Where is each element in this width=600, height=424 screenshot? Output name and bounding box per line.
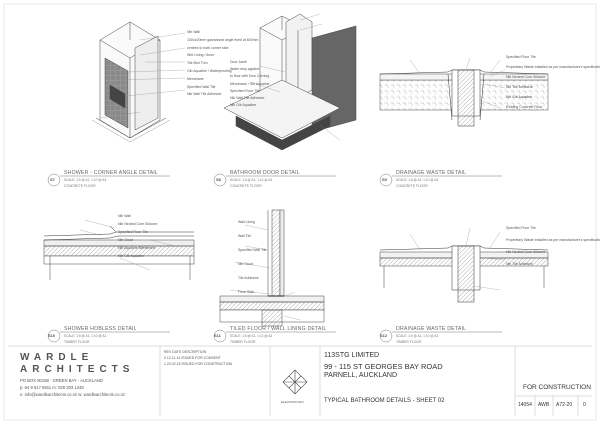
rev-table-row-0: 0 12.11.14 ISSUED FOR CONSENT	[164, 356, 221, 360]
sheet-number: A72-20	[556, 402, 573, 408]
detail-d1-note: Gib Aqualine / Waterproofing	[187, 69, 232, 73]
detail-d6-note: Nib Neutral Cure Silicone	[506, 250, 546, 254]
detail-d1-note: centres to both corner side	[187, 45, 229, 50]
detail-d2-note: Nib Gib Aqualine	[230, 103, 257, 108]
detail-d4-note: Nib Aqualine Membrane	[118, 246, 156, 250]
detail-markers	[47, 173, 502, 343]
project-address-line2: PARNELL, AUCKLAND	[324, 372, 398, 379]
detail-d2-note: Door Jamb	[230, 60, 248, 64]
detail-num-s7: S7	[50, 177, 55, 182]
detail-d5-note: Floor Slab	[238, 290, 254, 294]
detail-d2-note: Specified Floor Tile	[230, 88, 260, 93]
detail-s12-drawing	[379, 227, 549, 303]
detail-num-s8: S8	[216, 177, 221, 182]
elevation-key-icon	[282, 369, 308, 395]
title-block	[8, 345, 592, 416]
detail-d1-note: 100x100mm galvanised angle fixed at 600m…	[187, 37, 259, 42]
firm-name-line2: ARCHITECTS	[20, 364, 135, 375]
detail-num-s11: S11	[214, 333, 221, 338]
detail-d3-note: Nib Gib Aqualine	[506, 95, 533, 99]
detail-scale-s8: SCALE: 1:5 @ A1, 1:10 @ A3	[230, 178, 273, 182]
detail-sub-s12: TIMBER FLOOR	[396, 340, 422, 344]
detail-d1-note: Wet Lining / 6mm	[187, 53, 215, 58]
elevation-key-label: ELEVATION KEY	[281, 400, 305, 404]
detail-d2-note: to floor with Dow Corning	[230, 74, 270, 79]
issue-status: FOR CONSTRUCTION	[523, 384, 591, 391]
detail-sub-s7: CONCRETE FLOOR	[64, 184, 96, 188]
detail-d1-note: Tile Bed Trim	[187, 61, 208, 66]
project-address-line1: 99 - 115 ST GEORGES BAY ROAD	[324, 362, 443, 371]
detail-d5-note: Tile Adhesive	[238, 276, 259, 280]
detail-d4-note: Nib Grout	[118, 238, 133, 242]
firm-contact-address: PO BOX 80168 · GREEN BAY · AUCKLAND	[20, 378, 103, 383]
rev-table-header: REV DATE DESCRIPTION	[164, 350, 207, 354]
detail-d5-note: Wall Lining	[238, 220, 255, 224]
firm-name-line1: WARDLE	[20, 352, 94, 363]
detail-sub-s10: TIMBER FLOOR	[64, 340, 90, 344]
detail-d1-note: Nib Wall Tile Adhesive	[187, 92, 222, 97]
drawn-by: AWB	[538, 402, 550, 408]
firm-contact-phone: p: 64 9 817 8611 m: 029 303 1249	[20, 385, 84, 390]
detail-d3-note: Proprietary Waste installed as per manuf…	[506, 65, 600, 69]
detail-d5-note: Specified Wall Tile	[238, 248, 267, 252]
detail-d3-note: Existing Concrete Floor	[506, 105, 543, 109]
detail-scale-s7: SCALE: 1:5 @ A1, 1:10 @ A3	[64, 178, 107, 182]
detail-d1-note: Specified Wall Tile	[187, 84, 216, 89]
rev-table-row-1: 1 20.02.15 ISSUED FOR CONSTRUCTION	[164, 362, 233, 366]
detail-s7-drawing	[91, 21, 186, 143]
detail-scale-s10: SCALE: 1:5 @ A1, 1:10 @ A3	[64, 334, 107, 338]
job-number: 14054	[518, 402, 532, 408]
detail-d4-note: Nib Gib Aqualine	[118, 254, 145, 258]
revision-number: 0	[583, 402, 586, 408]
detail-d4-note: Nib Neutral Cure Silicone	[118, 222, 158, 226]
detail-s8-drawing	[223, 13, 357, 151]
detail-num-s10: S10	[48, 333, 56, 338]
detail-s11-drawing	[219, 209, 325, 327]
detail-title-s9: DRAINAGE WASTE DETAIL	[396, 170, 467, 176]
detail-d6-note: Proprietary Waste installed as per manuf…	[506, 238, 600, 242]
detail-scale-s11: SCALE: 1:5 @ A1, 1:10 @ A3	[230, 334, 273, 338]
detail-d3-note: Nib Tile Adhesive	[506, 85, 533, 89]
detail-d5-note: Wall Tile	[238, 234, 252, 238]
detail-d3-note: Nib Neutral Cure Silicone	[506, 75, 546, 79]
detail-num-s12: S12	[380, 333, 388, 338]
detail-scale-s9: SCALE: 1:5 @ A1, 1:10 @ A3	[396, 178, 439, 182]
detail-title-s12: DRAINAGE WASTE DETAIL	[396, 326, 467, 332]
detail-d4-note: Specified Floor Tile	[118, 230, 148, 234]
detail-scale-s12: SCALE: 1:5 @ A1, 1:10 @ A3	[396, 334, 439, 338]
detail-d2-note: Membrane / Gib Aqualine	[230, 81, 270, 86]
detail-num-s9: S9	[382, 177, 387, 182]
detail-d2-note: Water stop applied	[230, 67, 260, 72]
detail-d5-note: Nib Grout	[238, 262, 253, 266]
detail-sub-s8: CONCRETE FLOOR	[230, 184, 262, 188]
detail-sub-s9: CONCRETE FLOOR	[396, 184, 428, 188]
detail-sub-s11: TIMBER FLOOR	[230, 340, 256, 344]
detail-title-s8: BATHROOM DOOR DETAIL	[230, 170, 300, 176]
detail-title-s7: SHOWER - CORNER ANGLE DETAIL	[64, 170, 158, 176]
detail-s9-drawing	[379, 57, 549, 127]
detail-title-s11: TILED FLOOR / WALL LINING DETAIL	[230, 326, 327, 332]
detail-d1-note: Membrane	[187, 76, 204, 81]
detail-d6-note: Specified Floor Tile	[506, 226, 536, 230]
firm-contact-email: e: info@wardlearchitects.co.nz w: wardle…	[20, 392, 126, 397]
detail-s10-drawing	[43, 219, 195, 280]
detail-d6-note: Nib Tile Adhesive	[506, 262, 533, 266]
detail-title-s10: SHOWER HOBLESS DETAIL	[64, 326, 137, 332]
detail-d1-note: Nib Wall	[187, 30, 200, 34]
detail-d3-note: Specified Floor Tile	[506, 55, 536, 59]
sheet-title: TYPICAL BATHROOM DETAILS - SHEET 02	[324, 398, 445, 404]
detail-d4-note: Nib Wall	[118, 214, 131, 218]
client-name: 113STG LIMITED	[324, 352, 380, 359]
detail-d2-note: Nib Wall Tile Adhesive	[230, 96, 265, 100]
